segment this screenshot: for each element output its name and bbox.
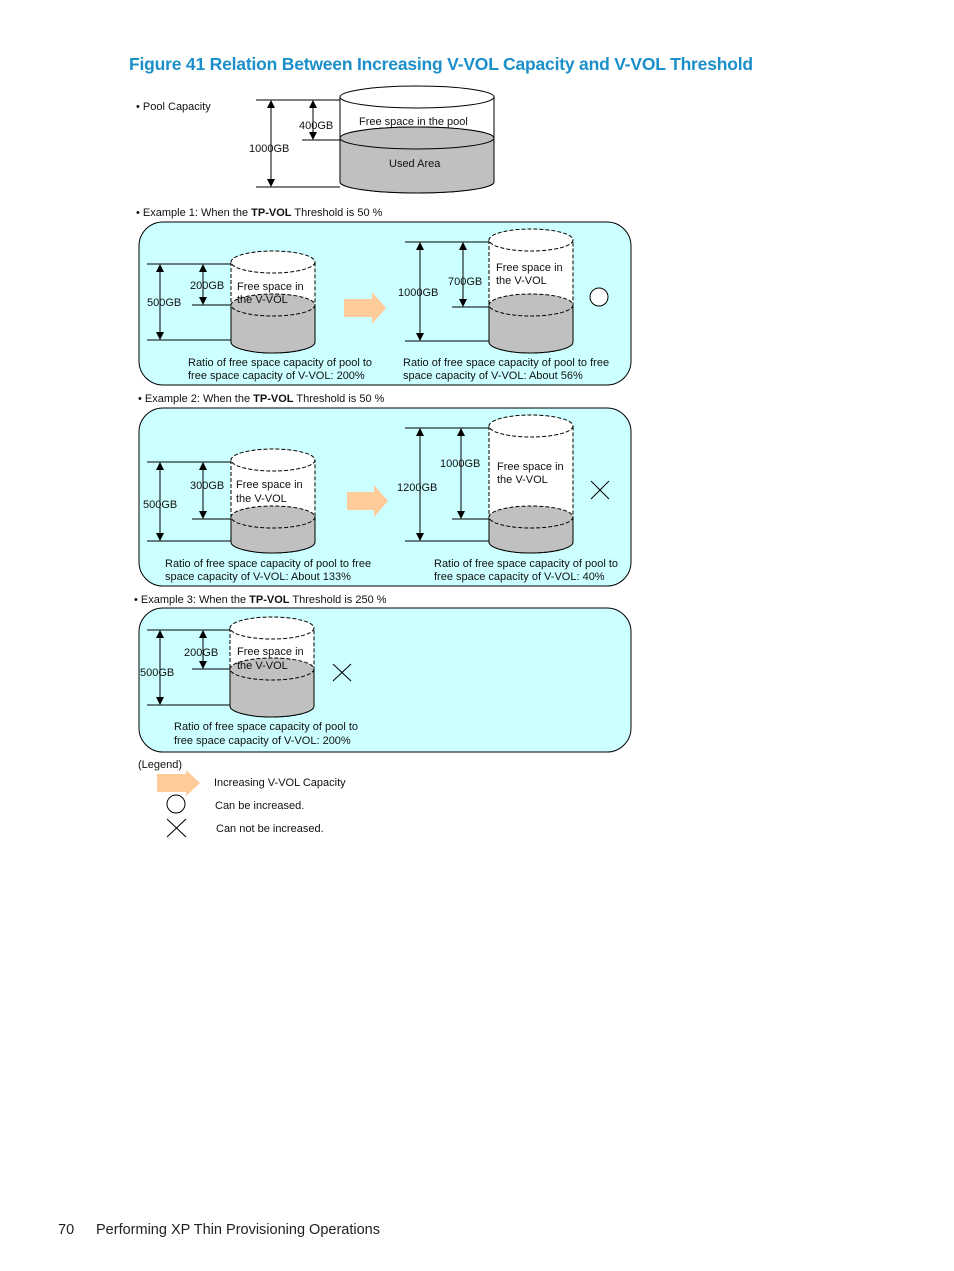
ex1-right-free-text-1: Free space in [496, 262, 563, 274]
ex1-left-ratio-1: Ratio of free space capacity of pool to [188, 357, 372, 369]
legend-heading: (Legend) [138, 759, 182, 771]
ex3-left-cylinder [229, 616, 315, 718]
ex1-left-free-text-1: Free space in [237, 281, 304, 293]
ex2-right-cylinder [488, 414, 574, 554]
ex1-result-circle-icon [589, 287, 609, 307]
ex1-left-ratio-2: free space capacity of V-VOL: 200% [188, 370, 365, 382]
ex2-right-ratio-2: free space capacity of V-VOL: 40% [434, 571, 605, 583]
ex2-increase-arrow-icon [347, 485, 388, 517]
page-footer: 70 Performing XP Thin Provisioning Operat… [58, 1222, 380, 1238]
ex2-left-total-label: 500GB [143, 499, 177, 511]
pool-cylinder [339, 85, 495, 194]
ex3-left-total-label: 500GB [140, 667, 174, 679]
example-3-section: • Example 3: When the TP-VOL Threshold i… [134, 594, 632, 753]
legend-circle-icon [166, 794, 186, 814]
legend: (Legend) Increasing V-VOL Capacity Can b… [138, 759, 346, 838]
example-1-section: • Example 1: When the TP-VOL Threshold i… [136, 207, 632, 386]
ex2-right-free-label: 1000GB [440, 458, 480, 470]
ex1-left-cylinder [230, 250, 316, 354]
ex2-right-free-text-2: the V-VOL [497, 474, 548, 486]
ex3-left-free-label: 200GB [184, 647, 218, 659]
ex2-left-free-text-2: the V-VOL [236, 493, 287, 505]
ex1-right-total-label: 1000GB [398, 287, 438, 299]
ex2-result-cross-icon [590, 480, 610, 500]
pool-total-label: 1000GB [249, 143, 289, 155]
ex3-result-cross-icon [332, 663, 352, 682]
ex1-left-free-label: 200GB [190, 280, 224, 292]
pool-free-size-label: 400GB [299, 120, 333, 132]
ex1-left-free-text-2: the V-VOL [237, 294, 288, 306]
figure-title: Figure 41 Relation Between Increasing V-… [129, 54, 753, 74]
ex2-left-free-label: 300GB [190, 480, 224, 492]
ex1-right-free-text-2: the V-VOL [496, 275, 547, 287]
ex1-right-free-label: 700GB [448, 276, 482, 288]
legend-circle-label: Can be increased. [215, 800, 304, 812]
ex2-right-ratio-1: Ratio of free space capacity of pool to [434, 558, 618, 570]
ex1-right-ratio-2: space capacity of V-VOL: About 56% [403, 370, 583, 382]
ex2-left-ratio-1: Ratio of free space capacity of pool to … [165, 558, 371, 570]
ex1-increase-arrow-icon [344, 292, 386, 324]
ex3-left-ratio-2: free space capacity of V-VOL: 200% [174, 735, 351, 747]
legend-cross-label: Can not be increased. [216, 823, 324, 835]
example-2-section: • Example 2: When the TP-VOL Threshold i… [138, 393, 632, 587]
ex2-left-free-text-1: Free space in [236, 479, 303, 491]
pool-used-label: Used Area [389, 158, 441, 170]
ex3-left-free-text-2: the V-VOL [237, 660, 288, 672]
ex3-left-ratio-1: Ratio of free space capacity of pool to [174, 721, 358, 733]
pool-capacity-section: • Pool Capacity 1000GB 400GB Free space … [136, 85, 495, 194]
ex3-left-free-text-1: Free space in [237, 646, 304, 658]
ex2-left-ratio-2: space capacity of V-VOL: About 133% [165, 571, 351, 583]
legend-cross-icon [166, 818, 187, 838]
example-3-heading: • Example 3: When the TP-VOL Threshold i… [134, 594, 387, 606]
pool-free-label: Free space in the pool [359, 116, 468, 128]
pool-heading: • Pool Capacity [136, 101, 211, 113]
ex2-right-free-text-1: Free space in [497, 461, 564, 473]
ex2-left-cylinder [230, 448, 316, 554]
ex1-right-ratio-1: Ratio of free space capacity of pool to … [403, 357, 609, 369]
footer-section-title: Performing XP Thin Provisioning Operatio… [96, 1222, 380, 1238]
ex2-right-total-label: 1200GB [397, 482, 437, 494]
legend-arrow-label: Increasing V-VOL Capacity [214, 777, 346, 789]
example-2-heading: • Example 2: When the TP-VOL Threshold i… [138, 393, 385, 405]
ex1-right-cylinder [488, 228, 574, 354]
page-number: 70 [58, 1222, 75, 1238]
ex1-left-total-label: 500GB [147, 297, 181, 309]
legend-arrow-icon [157, 770, 200, 796]
example-1-heading: • Example 1: When the TP-VOL Threshold i… [136, 207, 383, 219]
